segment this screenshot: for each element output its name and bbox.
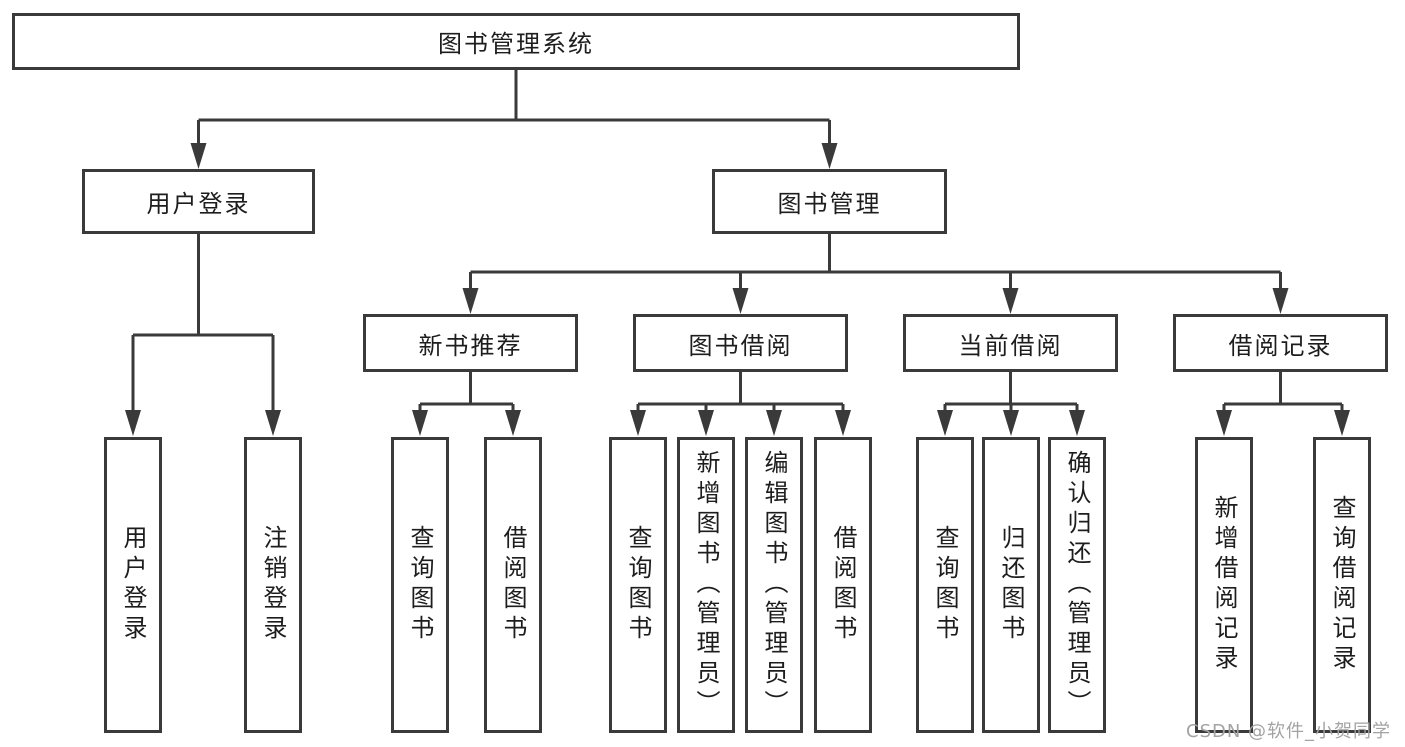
leaf-add-books-admin-label: 新增图书（管理员）: [692, 450, 720, 720]
leaf-query-borrow-record: 查询借阅记录: [1313, 437, 1371, 733]
leaf-confirm-return-admin-label: 确认归还（管理员）: [1063, 450, 1091, 720]
csdn-watermark: CSDN @软件_小贺同学: [1186, 721, 1392, 742]
node-root-label: 图书管理系统: [438, 30, 594, 58]
leaf-logout-label: 注销登录: [259, 525, 287, 645]
node-borrow-records: 借阅记录: [1173, 314, 1388, 372]
node-book-borrow-label: 图书借阅: [688, 331, 793, 360]
node-book-borrow: 图书借阅: [633, 314, 848, 372]
node-current-borrow-label: 当前借阅: [958, 331, 1063, 360]
leaf-edit-books-admin-label: 编辑图书（管理员）: [760, 450, 788, 720]
node-new-book-recommend-label: 新书推荐: [418, 331, 523, 360]
leaf-return-books: 归还图书: [982, 437, 1040, 733]
leaf-query-books-current: 查询图书: [916, 437, 974, 733]
node-borrow-records-label: 借阅记录: [1228, 331, 1333, 360]
leaf-borrow-books-label: 借阅图书: [829, 525, 857, 645]
leaf-confirm-return-admin: 确认归还（管理员）: [1048, 437, 1106, 733]
leaf-add-borrow-record-label: 新增借阅记录: [1210, 495, 1238, 675]
leaf-query-borrow-record-label: 查询借阅记录: [1328, 495, 1356, 675]
leaf-add-books-admin: 新增图书（管理员）: [677, 437, 735, 733]
leaf-query-books-recommend: 查询图书: [391, 437, 449, 733]
node-new-book-recommend: 新书推荐: [363, 314, 578, 372]
leaf-borrow-books: 借阅图书: [814, 437, 872, 733]
leaf-return-books-label: 归还图书: [997, 525, 1025, 645]
leaf-user-login: 用户登录: [104, 437, 162, 733]
leaf-borrow-books-recommend: 借阅图书: [484, 437, 542, 733]
leaf-query-books-current-label: 查询图书: [931, 525, 959, 645]
node-user-login: 用户登录: [82, 169, 315, 234]
leaf-logout: 注销登录: [244, 437, 302, 733]
leaf-edit-books-admin: 编辑图书（管理员）: [745, 437, 803, 733]
leaf-borrow-books-recommend-label: 借阅图书: [499, 525, 527, 645]
node-book-management-label: 图书管理: [777, 190, 882, 218]
leaf-query-books-borrow-label: 查询图书: [624, 525, 652, 645]
node-user-login-label: 用户登录: [146, 190, 251, 218]
leaf-add-borrow-record: 新增借阅记录: [1195, 437, 1253, 733]
node-current-borrow: 当前借阅: [903, 314, 1118, 372]
leaf-user-login-label: 用户登录: [119, 525, 147, 645]
node-root: 图书管理系统: [12, 13, 1020, 70]
node-book-management: 图书管理: [712, 169, 947, 234]
leaf-query-books-recommend-label: 查询图书: [406, 525, 434, 645]
leaf-query-books-borrow: 查询图书: [609, 437, 667, 733]
